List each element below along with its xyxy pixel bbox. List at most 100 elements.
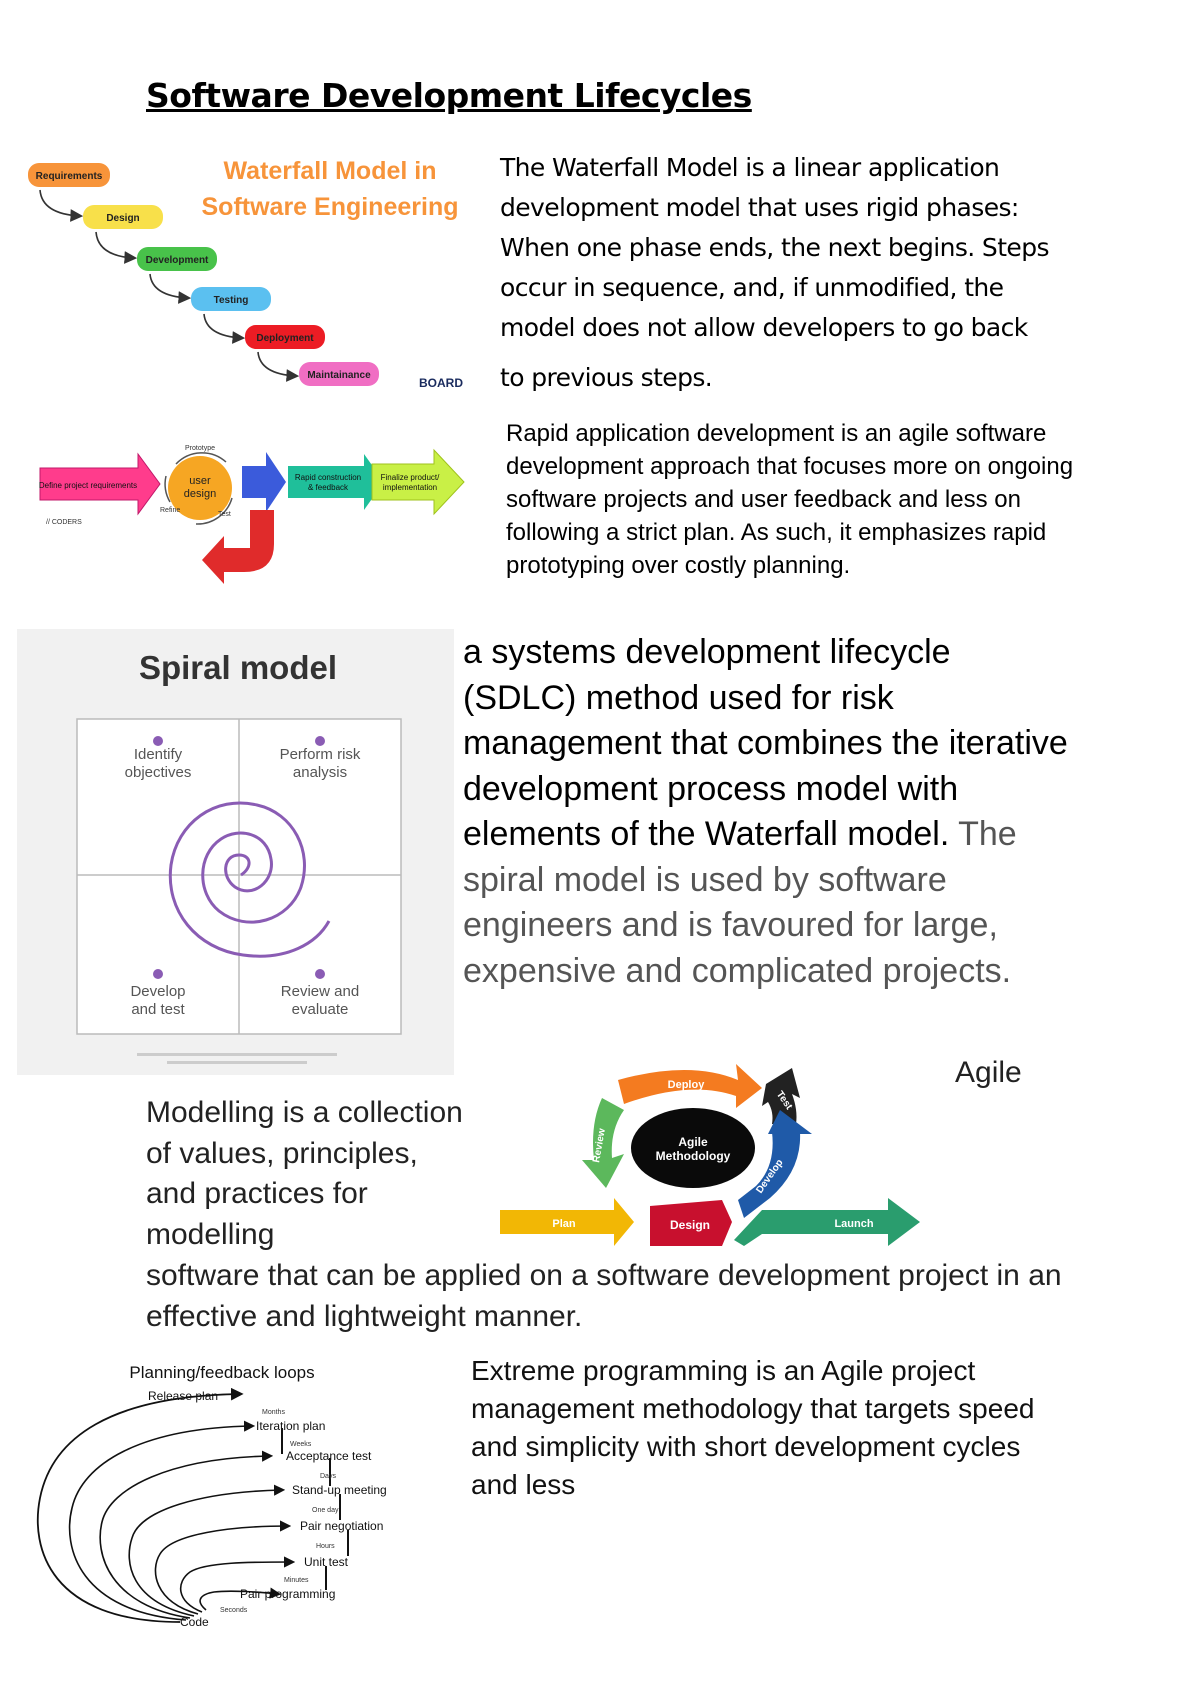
spiral-quadrant-marker xyxy=(315,969,325,979)
waterfall-step-box-maintainance xyxy=(299,362,379,386)
rad-finalize-label-2: implementation xyxy=(383,483,437,492)
xp-duration-label: Weeks xyxy=(290,1441,312,1448)
xp-loop xyxy=(36,1387,244,1623)
xp-loop xyxy=(179,1556,296,1613)
waterfall-text-line: development model that uses rigid phases… xyxy=(500,193,1019,222)
spiral-quadrant-marker xyxy=(153,736,163,746)
agile-launch-label: Launch xyxy=(834,1218,873,1230)
rad-define-label: Define project requirements xyxy=(39,481,137,490)
rad-blue-arrow xyxy=(242,452,286,512)
agile-center-label-2: Methodology xyxy=(656,1149,731,1163)
spiral-figure: Spiral model Identify objectives Perform… xyxy=(17,629,454,1075)
xp-duration-label: Seconds xyxy=(220,1607,248,1614)
xp-duration-label: Months xyxy=(262,1409,285,1416)
waterfall-step-box-development xyxy=(137,247,217,271)
waterfall-figure-title-1: Waterfall Model in xyxy=(224,157,437,185)
rad-return-arrow xyxy=(202,510,274,584)
spiral-credit-line xyxy=(137,1053,337,1056)
rad-define-arrow xyxy=(39,452,161,516)
rad-finalize-label-1: Finalize product/ xyxy=(381,473,440,482)
agile-caption: Agile xyxy=(955,1056,1022,1089)
xp-figure: Planning/feedback loops Release plan Mon… xyxy=(36,1363,387,1629)
spiral-q4-line2: evaluate xyxy=(292,1001,349,1018)
spiral-description: a systems development lifecycle (SDLC) m… xyxy=(463,630,1073,994)
rad-prototype-label: Prototype xyxy=(185,445,215,452)
waterfall-description: The Waterfall Model is a linear applicat… xyxy=(500,148,1100,398)
agile-test-arrow xyxy=(762,1068,800,1124)
xp-loop-label: Release plan xyxy=(148,1389,218,1403)
spiral-q3-line1: Develop xyxy=(130,983,185,1000)
waterfall-step-box-deployment xyxy=(245,325,325,349)
waterfall-arrow xyxy=(257,351,300,382)
xp-duration-label: Days xyxy=(320,1473,336,1480)
spiral-quadrant-marker xyxy=(315,736,325,746)
agile-plan-arrow xyxy=(500,1198,634,1246)
waterfall-text-line: to previous steps. xyxy=(500,363,713,392)
xp-description: Extreme programming is an Agile project … xyxy=(471,1355,1035,1500)
waterfall-step-maintainance: Maintainance xyxy=(307,370,371,381)
xp-duration-label: Hours xyxy=(316,1543,335,1550)
waterfall-arrow xyxy=(95,231,138,264)
xp-loop xyxy=(154,1520,292,1615)
agile-design-arrow xyxy=(650,1200,732,1246)
xp-loop-label: Iteration plan xyxy=(256,1419,325,1433)
waterfall-step-box-requirements xyxy=(28,163,110,187)
waterfall-step-box-design xyxy=(83,205,163,229)
xp-duration-label: Minutes xyxy=(284,1577,309,1584)
spiral-q4-line1: Review and xyxy=(281,983,359,1000)
waterfall-step-box-testing xyxy=(191,287,271,311)
waterfall-text-line: occur in sequence, and, if unmodified, t… xyxy=(500,273,1004,302)
waterfall-text-line: The Waterfall Model is a linear applicat… xyxy=(500,153,1000,182)
spiral-q3-line2: and test xyxy=(131,1001,185,1018)
waterfall-step-testing: Testing xyxy=(214,295,249,306)
waterfall-arrow xyxy=(203,313,246,344)
waterfall-figure: Waterfall Model in Software Engineering … xyxy=(28,157,463,390)
rad-test-label: Test xyxy=(218,511,231,518)
agile-deploy-arrow xyxy=(618,1064,762,1108)
agile-deploy-label: Deploy xyxy=(668,1079,706,1091)
agile-plan-label: Plan xyxy=(552,1218,576,1230)
spiral-q1-line2: objectives xyxy=(125,764,192,781)
waterfall-text-line: model does not allow developers to go ba… xyxy=(500,313,1028,342)
rad-description: Rapid application development is an agil… xyxy=(506,420,1074,579)
spiral-text-main: a systems development lifecycle (SDLC) m… xyxy=(463,633,1068,853)
rad-cycle-arrow xyxy=(164,475,171,503)
xp-loop xyxy=(99,1450,274,1619)
rad-brand: // CODERS xyxy=(46,519,82,526)
agile-figure: Agile Methodology Deploy Test Develop Re… xyxy=(500,1064,920,1246)
spiral-figure-title: Spiral model xyxy=(139,649,337,686)
rad-user-label: user xyxy=(189,475,211,487)
agile-develop-arrow xyxy=(738,1110,812,1218)
spiral-credit-line xyxy=(167,1061,307,1064)
board-logo: BOARD xyxy=(419,376,463,390)
xp-loop xyxy=(128,1484,286,1617)
xp-loop xyxy=(199,1587,282,1611)
spiral-q2-line1: Perform risk xyxy=(280,746,361,763)
waterfall-arrow xyxy=(39,189,84,222)
xp-loop xyxy=(68,1420,256,1621)
xp-loop-label: Acceptance test xyxy=(286,1449,372,1463)
xp-loop-label: Code xyxy=(180,1615,209,1629)
spiral-text-grey: The spiral model is used by software eng… xyxy=(463,815,1017,990)
waterfall-step-requirements: Requirements xyxy=(36,171,103,182)
spiral-quadrant-marker xyxy=(153,969,163,979)
spiral-q1-line1: Identify xyxy=(134,746,183,763)
page-title: Software Development Lifecycles xyxy=(146,76,752,115)
xp-loop-label: Unit test xyxy=(304,1555,349,1569)
rad-user-design-circle xyxy=(168,456,232,520)
rad-refine-label: Refine xyxy=(160,507,180,514)
waterfall-step-development: Development xyxy=(146,255,209,266)
rad-finalize-arrow xyxy=(371,448,465,516)
xp-loop-label: Pair programming xyxy=(240,1587,335,1601)
rad-cycle-arrow xyxy=(175,452,227,465)
agile-center xyxy=(631,1108,755,1188)
xp-loop-label: Pair negotiation xyxy=(300,1519,383,1533)
rad-rapid-arrow xyxy=(288,454,384,510)
agile-design-label: Design xyxy=(670,1218,710,1232)
waterfall-figure-title-2: Software Engineering xyxy=(202,193,459,221)
rad-rapid-label-1: Rapid construction xyxy=(295,473,361,482)
waterfall-step-deployment: Deployment xyxy=(256,333,314,344)
modelling-description-b: software that can be applied on a softwa… xyxy=(146,1259,1062,1333)
rad-cycle-arrow xyxy=(195,497,233,525)
agile-review-arrow xyxy=(582,1098,624,1188)
